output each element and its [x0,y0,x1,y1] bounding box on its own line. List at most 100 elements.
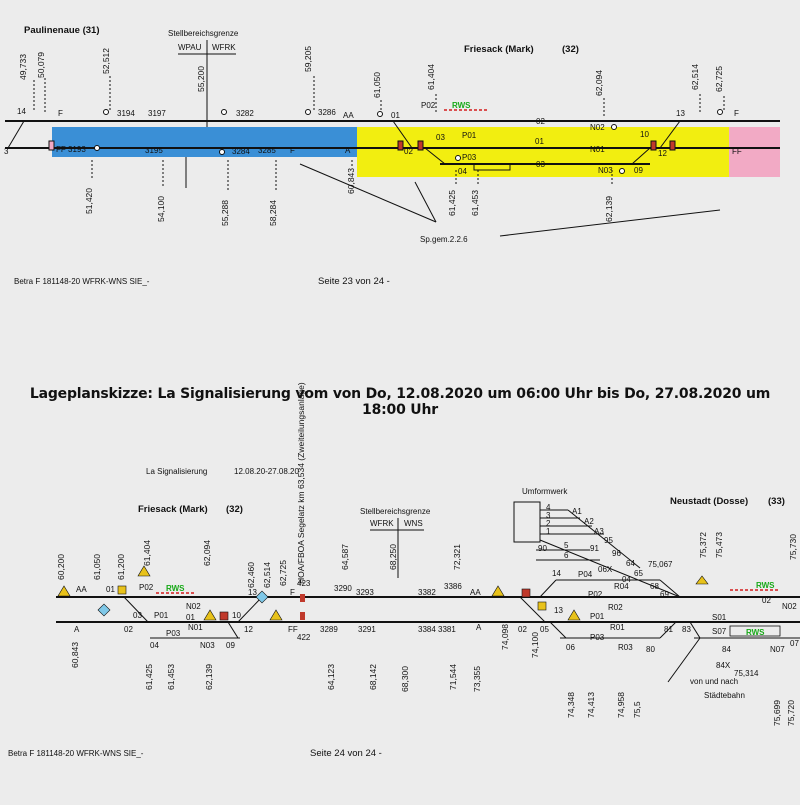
footer-page-top: Seite 23 von 24 - [318,276,390,287]
svg-text:75,720: 75,720 [786,700,796,726]
top-diagram: Paulinenaue (31) Friesack (Mark) (32) St… [4,25,780,287]
signal-label: 04 [458,167,467,176]
station-friesack-num: (32) [562,44,579,55]
km-label: 49,733 [18,54,28,80]
svg-text:74,100: 74,100 [530,632,540,658]
station-friesack-name: Friesack (Mark) [464,44,534,55]
svg-text:422: 422 [297,633,311,642]
svg-text:96: 96 [612,549,621,558]
signal-label: P03 [462,153,477,162]
signal-label: P02 [421,101,436,110]
signal-label: 3284 [232,147,250,156]
svg-text:72,321: 72,321 [452,544,462,570]
svg-text:6: 6 [564,551,569,560]
km-label: 55,200 [196,66,206,92]
svg-text:P04: P04 [578,570,593,579]
signal-label: 09 [634,166,643,175]
crossover-left [7,120,25,149]
station-neustadt-num: (33) [768,496,785,507]
svg-text:69: 69 [660,590,669,599]
svg-text:N02: N02 [782,602,797,611]
svg-text:13: 13 [554,606,563,615]
station-neustadt-name: Neustadt (Dosse) [670,496,748,507]
svg-text:09: 09 [226,641,235,650]
svg-text:4: 4 [546,503,551,512]
svg-text:90: 90 [538,544,547,553]
signal-label: 02 [404,147,413,156]
svg-text:3290: 3290 [334,584,352,593]
svg-text:3384: 3384 [418,625,436,634]
svg-text:61,404: 61,404 [142,540,152,566]
svg-text:F: F [290,588,295,597]
svg-text:3382: 3382 [418,588,436,597]
svg-text:60,843: 60,843 [70,642,80,668]
svg-text:73,355: 73,355 [472,666,482,692]
switch-04 [424,147,446,165]
svg-text:61,200: 61,200 [116,554,126,580]
svg-text:3: 3 [546,511,551,520]
plan-heading: Lageplanskizze: La Signalisierung vom vo… [29,386,771,418]
svg-text:P01: P01 [154,611,169,620]
signal-label: FF [732,147,742,156]
km-posts-bottom-lower: 60,843 61,425 61,453 62,139 64,123 422 6… [70,624,796,726]
signal-label: F [290,146,295,155]
svg-text:91: 91 [590,544,599,553]
svg-text:S01: S01 [712,613,727,622]
svg-text:AA: AA [76,585,87,594]
switch-02 [392,120,413,149]
boundary-right-top: WFRK [212,43,236,52]
svg-text:62,460: 62,460 [246,562,256,588]
signal-label: P01 [462,131,477,140]
signal-label: 01 [391,111,400,120]
svg-text:06X: 06X [598,565,613,574]
umformwerk-box [513,501,541,543]
svg-text:75,730: 75,730 [788,534,798,560]
svg-text:02: 02 [518,625,527,634]
svg-text:83: 83 [682,625,691,634]
km-label: 50,079 [36,52,46,78]
note-leader-2 [414,181,437,223]
svg-text:65: 65 [634,569,643,578]
signal-label: 3197 [148,109,166,118]
signal-label: N03 [598,166,613,175]
signal-label: F [734,109,739,118]
svg-text:74,098: 74,098 [500,624,510,650]
signal-label: 3 [4,147,9,156]
svg-text:423: 423 [297,579,311,588]
svg-text:62,725: 62,725 [278,560,288,586]
svg-text:12: 12 [244,625,253,634]
km-label: 61,425 [447,190,457,216]
caption-title: La Signalisierung [146,467,207,476]
signal-markers [57,565,709,621]
svg-text:P01: P01 [590,612,605,621]
svg-text:62,514: 62,514 [262,562,272,588]
signal-label: 10 [640,130,649,139]
label-von-und-nach: von und nach [690,677,738,686]
svg-text:14: 14 [552,569,561,578]
km-label: 60,843 [346,168,356,194]
signal-label: 02 [536,117,545,126]
section-yellow-block [357,127,729,177]
svg-text:62,139: 62,139 [204,664,214,690]
svg-text:R01: R01 [610,623,625,632]
km-label: 61,404 [426,64,436,90]
label-staedtebahn: Städtebahn [704,691,745,700]
signal-label: 3193 [68,145,86,154]
svg-text:3386: 3386 [444,582,462,591]
svg-text:FF: FF [288,625,298,634]
svg-text:07: 07 [790,639,799,648]
svg-text:1: 1 [546,527,551,536]
svg-text:5: 5 [564,541,569,550]
svg-text:75,314: 75,314 [734,669,759,678]
svg-text:P02: P02 [588,590,603,599]
km-label: 62,139 [604,196,614,222]
signal-label: 12 [658,149,667,158]
rws-box-green [729,625,781,637]
note-leader-1 [299,163,437,223]
svg-text:74,958: 74,958 [616,692,626,718]
svg-text:75,473: 75,473 [714,532,724,558]
signal-label: A [345,146,351,155]
km-label: 51,420 [84,188,94,214]
km-label: 62,725 [714,66,724,92]
